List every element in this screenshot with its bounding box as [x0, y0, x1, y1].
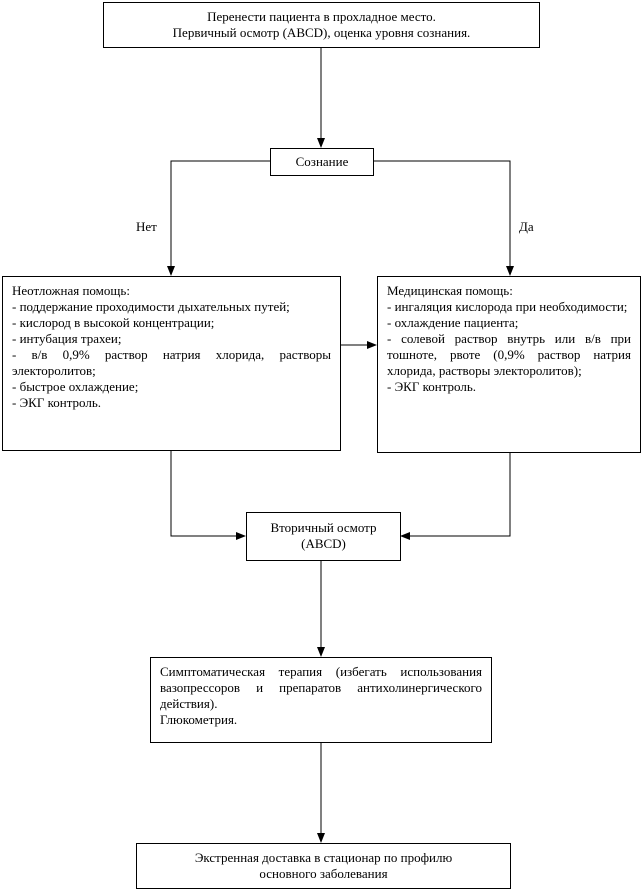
therapy-text: Симптоматическая терапия (избегать испол…: [160, 664, 482, 711]
medical-title: Медицинская помощь:: [387, 283, 513, 298]
emergency-item: - быстрое охлаждение;: [12, 379, 139, 394]
consciousness-label: Сознание: [295, 154, 349, 169]
emergency-item: - кислород в высокой концентрации;: [12, 315, 215, 330]
emergency-item: - поддержание проходимости дыхательных п…: [12, 299, 290, 314]
medical-box: Медицинская помощь: - ингаляция кислород…: [377, 276, 641, 453]
emergency-item: - ЭКГ контроль.: [12, 395, 102, 410]
arrow-medical-to-secondary: [400, 453, 511, 540]
secondary-box: Вторичный осмотр (ABCD): [246, 512, 401, 561]
delivery-box: Экстренная доставка в стационар по профи…: [136, 843, 511, 889]
secondary-line-2: (ABCD): [301, 536, 346, 551]
therapy-glucometry: Глюкометрия.: [160, 712, 238, 727]
branch-yes-label: Да: [519, 219, 534, 234]
secondary-line-1: Вторичный осмотр: [270, 520, 377, 535]
delivery-line-1: Экстренная доставка в стационар по профи…: [194, 850, 453, 865]
medical-item: - ингаляция кислорода при необходимости;: [387, 299, 628, 314]
consciousness-box: Сознание: [270, 148, 374, 176]
emergency-item: - интубация трахеи;: [12, 331, 122, 346]
therapy-box: Симптоматическая терапия (избегать испол…: [150, 657, 492, 743]
start-line-2: Первичный осмотр (ABCD), оценка уровня с…: [172, 25, 471, 40]
medical-item: - охлаждение пациента;: [387, 315, 519, 330]
delivery-line-2: основного заболевания: [259, 866, 388, 881]
medical-item: - солевой раствор внутрь или в/в при тош…: [387, 331, 631, 378]
medical-item: - ЭКГ контроль.: [387, 379, 477, 394]
emergency-box: Неотложная помощь: - поддержание проходи…: [2, 276, 341, 451]
emergency-item: - в/в 0,9% раствор натрия хлорида, раств…: [12, 347, 331, 378]
arrow-emergency-to-secondary: [170, 430, 246, 540]
emergency-title: Неотложная помощь:: [12, 283, 130, 298]
start-line-1: Перенести пациента в прохладное место.: [207, 9, 436, 24]
branch-no-label: Нет: [136, 219, 157, 234]
start-box: Перенести пациента в прохладное место. П…: [103, 2, 540, 48]
arrow-consciousness-to-medical: [374, 160, 514, 276]
arrow-consciousness-to-emergency: [167, 160, 270, 276]
